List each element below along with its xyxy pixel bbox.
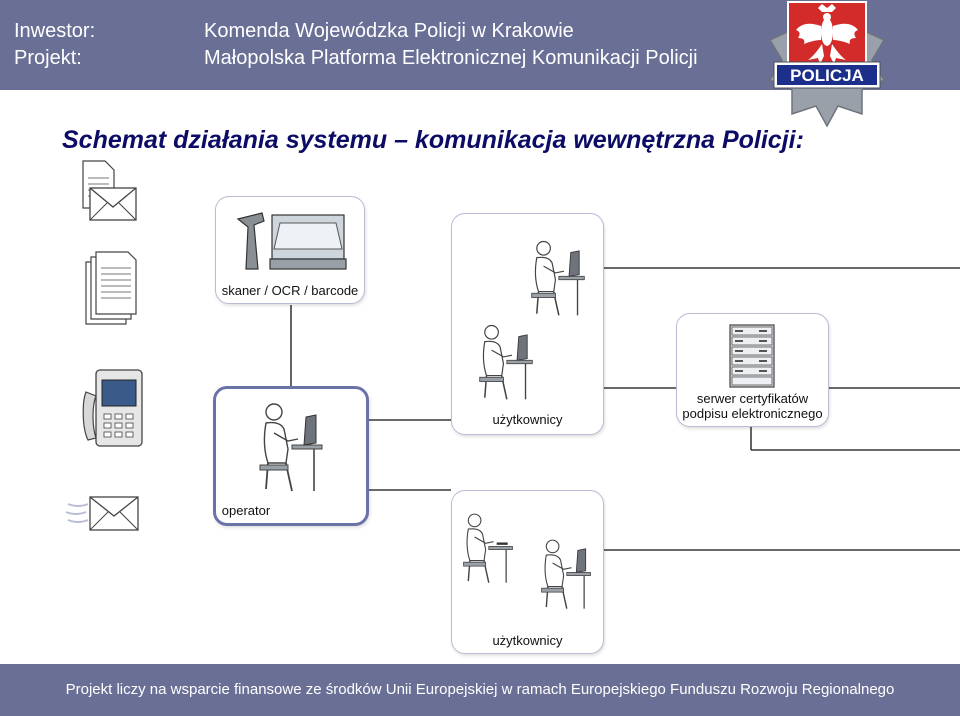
operator-label: operator — [221, 503, 271, 518]
scanner-icon — [236, 212, 347, 270]
investor-label: Inwestor: — [14, 20, 96, 42]
server-label-line1: serwer certyfikatów — [696, 391, 809, 406]
investor-value: Komenda Wojewódzka Policji w Krakowie — [204, 20, 574, 42]
user-person-icon-4 — [541, 539, 591, 609]
operator-box: operator — [213, 386, 369, 526]
server-label-line2: podpisu elektronicznego — [682, 406, 823, 421]
footer-text: Projekt liczy na wsparcie finansowe ze ś… — [65, 681, 895, 698]
users-bottom-label: użytkownicy — [492, 633, 563, 648]
users-top-box: użytkownicy — [451, 213, 604, 435]
users-top-label: użytkownicy — [492, 412, 563, 427]
user-person-icon-3 — [463, 513, 513, 583]
fax-phone-icon — [82, 369, 143, 447]
operator-person-icon — [259, 403, 323, 492]
email-envelope-icon — [65, 496, 139, 531]
project-label: Projekt: — [14, 47, 82, 69]
scanner-label: skaner / OCR / barcode — [221, 283, 359, 298]
user-person-icon-1 — [531, 240, 585, 316]
project-value: Małopolska Platforma Elektronicznej Komu… — [204, 47, 698, 69]
user-person-icon-2 — [479, 324, 533, 400]
documents-stack-icon — [85, 251, 137, 325]
footer-bar: Projekt liczy na wsparcie finansowe ze ś… — [0, 664, 960, 716]
scanner-box: skaner / OCR / barcode — [215, 196, 365, 304]
logo-text: POLICJA — [790, 66, 864, 85]
server-rack-icon — [729, 324, 775, 388]
eagle-icon — [796, 4, 858, 64]
document-envelope-icon — [82, 160, 137, 221]
server-box: serwer certyfikatów podpisu elektroniczn… — [676, 313, 829, 427]
police-logo: POLICJA — [768, 0, 886, 128]
page-title: Schemat działania systemu – komunikacja … — [62, 126, 804, 154]
users-bottom-box: użytkownicy — [451, 490, 604, 654]
